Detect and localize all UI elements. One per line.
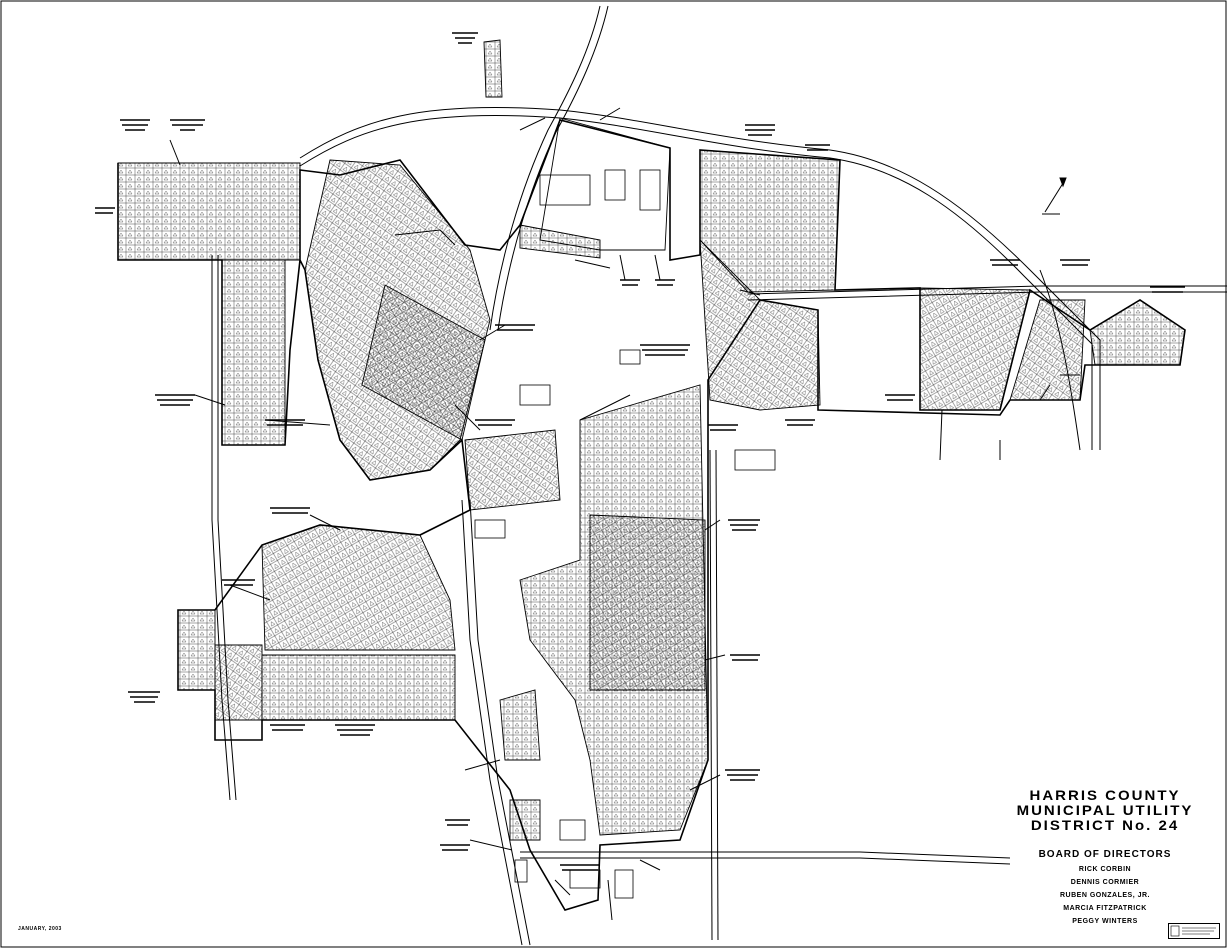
- title-line-1: HARRIS COUNTY: [1029, 787, 1181, 804]
- callout-leaders: [169, 107, 1080, 921]
- director-name: RUBEN GONZALES, JR.: [1059, 892, 1150, 899]
- stamp-lines: [1170, 925, 1216, 937]
- roads: [211, 5, 1227, 946]
- date-note: JANUARY, 2003: [18, 926, 62, 932]
- title-block: HARRIS COUNTY MUNICIPAL UTILITY DISTRICT…: [1010, 788, 1200, 925]
- board-heading: BOARD OF DIRECTORS: [1038, 849, 1172, 860]
- building-footprints: [474, 169, 776, 899]
- director-name: DENNIS CORMIER: [1070, 879, 1140, 886]
- title-line-3: DISTRICT No. 24: [1030, 817, 1180, 834]
- engineer-stamp: [1168, 923, 1220, 939]
- north-arrow-icon: [1042, 177, 1067, 215]
- director-name: RICK CORBIN: [1078, 866, 1132, 873]
- district-boundary: [117, 119, 1186, 911]
- director-name: PEGGY WINTERS: [1072, 918, 1138, 925]
- small-labels: [95, 32, 1185, 871]
- subdivisions: [117, 39, 1186, 841]
- title-line-2: MUNICIPAL UTILITY: [1016, 802, 1194, 819]
- director-name: MARCIA FITZPATRICK: [1063, 905, 1147, 912]
